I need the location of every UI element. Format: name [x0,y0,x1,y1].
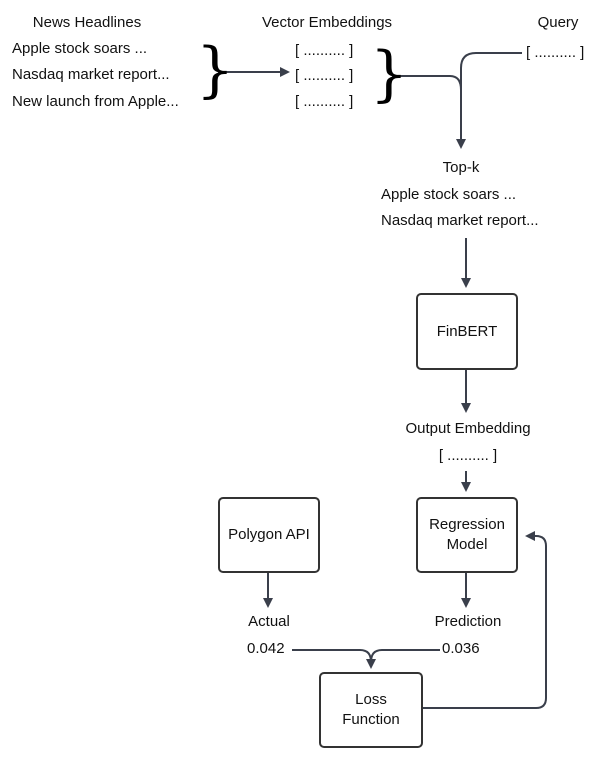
actual-to-loss-line [292,649,372,663]
prediction-label: Prediction [434,613,502,630]
topk-item: Apple stock soars ... [381,186,517,203]
embeddings-brace: } [370,39,409,109]
output-embedding-title: Output Embedding [405,420,531,437]
regression-model-line1: Regression [429,516,505,533]
finbert-label: FinBERT [436,322,498,340]
vector-embeddings-title: Vector Embeddings [261,14,393,31]
embedding-item: [ .......... ] [295,67,354,84]
query-vector: [ .......... ] [526,44,585,61]
loss-function-box: Loss Function [319,672,423,748]
headlines-brace: } [196,35,235,105]
embedding-item: [ .......... ] [295,93,354,110]
loss-feedback-arrow [423,531,547,709]
polygon-api-box: Polygon API [218,497,320,573]
prediction-value: 0.036 [442,640,480,657]
regression-model-box: Regression Model [416,497,518,573]
actual-label: Actual [248,613,290,630]
news-headlines-title: News Headlines [32,14,142,31]
regression-model-line2: Model [446,536,488,553]
headline-item: Apple stock soars ... [12,40,148,57]
prediction-to-loss-line [366,649,440,669]
output-embedding-vector: [ .......... ] [438,447,498,464]
loss-function-line1: Loss [355,691,387,708]
query-to-topk-line [456,52,522,149]
topk-title: Top-k [442,159,480,176]
headline-item: New launch from Apple... [12,93,179,110]
actual-value: 0.042 [247,640,285,657]
finbert-box: FinBERT [416,293,518,370]
polygon-api-label: Polygon API [228,526,310,543]
loss-function-line2: Function [342,711,400,728]
query-title: Query [537,14,579,31]
topk-item: Nasdaq market report... [381,212,539,229]
headline-item: Nasdaq market report... [12,66,170,83]
embedding-item: [ .......... ] [295,42,354,59]
